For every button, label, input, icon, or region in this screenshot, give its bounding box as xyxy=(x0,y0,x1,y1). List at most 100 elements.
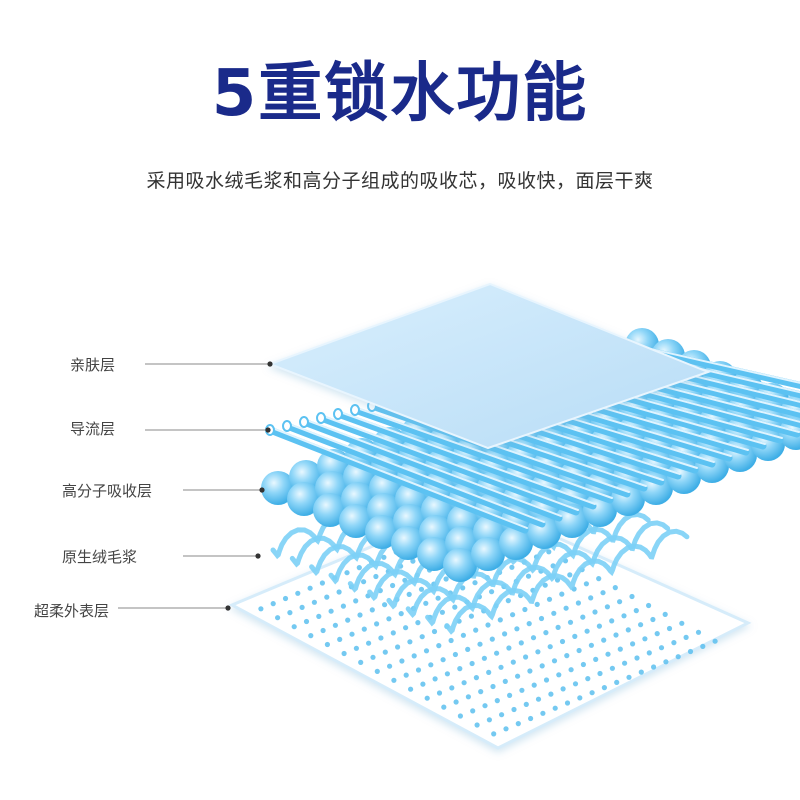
base-dot xyxy=(369,607,375,613)
base-dot xyxy=(568,667,574,673)
polymer-ball xyxy=(443,548,477,582)
base-dot xyxy=(509,612,516,618)
base-dot xyxy=(332,622,338,628)
base-dot xyxy=(546,596,553,602)
base-dot xyxy=(299,604,305,611)
base-dot xyxy=(617,599,623,605)
base-dot xyxy=(515,673,521,679)
base-dot xyxy=(303,618,310,625)
base-dot xyxy=(567,619,574,625)
base-dot xyxy=(357,612,363,618)
base-dot xyxy=(515,721,521,727)
base-dot xyxy=(522,606,528,613)
base-dot xyxy=(531,682,537,688)
base-dot xyxy=(535,649,541,655)
leader-dot xyxy=(259,487,265,493)
base-dot xyxy=(395,644,401,650)
base-dot xyxy=(638,669,644,675)
channel-highlight xyxy=(288,423,545,523)
base-dot xyxy=(398,611,404,617)
base-dot xyxy=(486,669,492,676)
base-dot xyxy=(651,664,657,670)
base-dot xyxy=(646,602,652,609)
base-dot xyxy=(502,631,508,637)
base-dot xyxy=(604,604,611,610)
leader-dot xyxy=(267,361,273,367)
base-dot xyxy=(560,686,566,692)
base-dot xyxy=(386,616,392,622)
base-dot xyxy=(575,600,582,606)
polymer-ball xyxy=(313,493,347,527)
base-dot xyxy=(494,698,500,704)
layer-label-channel: 导流层 xyxy=(70,420,116,438)
base-dot xyxy=(509,564,515,570)
base-dot xyxy=(528,715,534,722)
base-dot xyxy=(436,643,442,649)
base-dot xyxy=(614,679,620,686)
base-dot xyxy=(502,678,508,685)
base-dot xyxy=(410,558,416,564)
base-dot xyxy=(580,614,586,620)
polymer-ball xyxy=(499,526,533,560)
base-dot xyxy=(391,677,397,683)
base-dot xyxy=(597,670,603,677)
base-dot xyxy=(320,627,326,634)
base-dot xyxy=(559,638,566,645)
base-dot xyxy=(497,617,503,623)
base-dot xyxy=(473,627,479,633)
base-dot xyxy=(576,647,582,654)
base-dot xyxy=(481,655,487,661)
base-dot xyxy=(432,676,438,682)
base-dot xyxy=(563,605,569,611)
base-dot xyxy=(428,662,434,668)
base-dot xyxy=(675,654,681,660)
base-dot xyxy=(547,644,553,650)
base-dot xyxy=(324,594,330,600)
base-dot xyxy=(465,694,471,700)
base-dot xyxy=(626,674,632,680)
leader-lines xyxy=(118,361,273,611)
base-dot xyxy=(469,660,475,667)
layer-label-pulp: 原生绒毛浆 xyxy=(62,548,138,566)
channel-end xyxy=(350,404,360,416)
leader-dot xyxy=(255,553,261,559)
base-dot xyxy=(295,590,301,596)
base-dot xyxy=(712,638,718,644)
base-dot xyxy=(435,595,441,601)
base-dot xyxy=(468,613,474,619)
base-dot xyxy=(387,663,393,669)
base-dot xyxy=(452,651,458,658)
base-dot xyxy=(583,581,590,587)
base-dot xyxy=(585,676,591,682)
channel-highlight xyxy=(339,411,596,505)
base-dot xyxy=(353,645,359,651)
base-dot xyxy=(503,726,509,732)
base-dot xyxy=(344,570,350,576)
base-dot xyxy=(349,631,355,637)
base-dot xyxy=(491,731,497,737)
base-dot xyxy=(527,668,533,674)
base-dot xyxy=(617,646,623,652)
base-dot xyxy=(630,641,636,647)
channel-tube xyxy=(300,418,563,522)
base-dot xyxy=(311,599,317,605)
base-dot xyxy=(511,706,517,713)
base-dot xyxy=(382,602,388,608)
base-dot xyxy=(324,641,330,648)
base-dot xyxy=(485,622,491,628)
base-dot xyxy=(341,650,347,657)
base-dot xyxy=(489,589,495,595)
base-dot xyxy=(440,657,446,663)
base-dot xyxy=(572,681,579,687)
base-dot xyxy=(356,565,362,571)
channel-highlight xyxy=(271,427,528,529)
base-dot xyxy=(542,582,548,588)
base-dot xyxy=(666,625,673,632)
base-dot xyxy=(580,661,587,668)
fiber-coil xyxy=(425,520,671,627)
base-dot xyxy=(258,606,264,612)
base-dot xyxy=(510,659,516,665)
base-dot xyxy=(559,591,565,597)
fiber-coil xyxy=(444,528,690,635)
base-dot xyxy=(518,640,524,646)
